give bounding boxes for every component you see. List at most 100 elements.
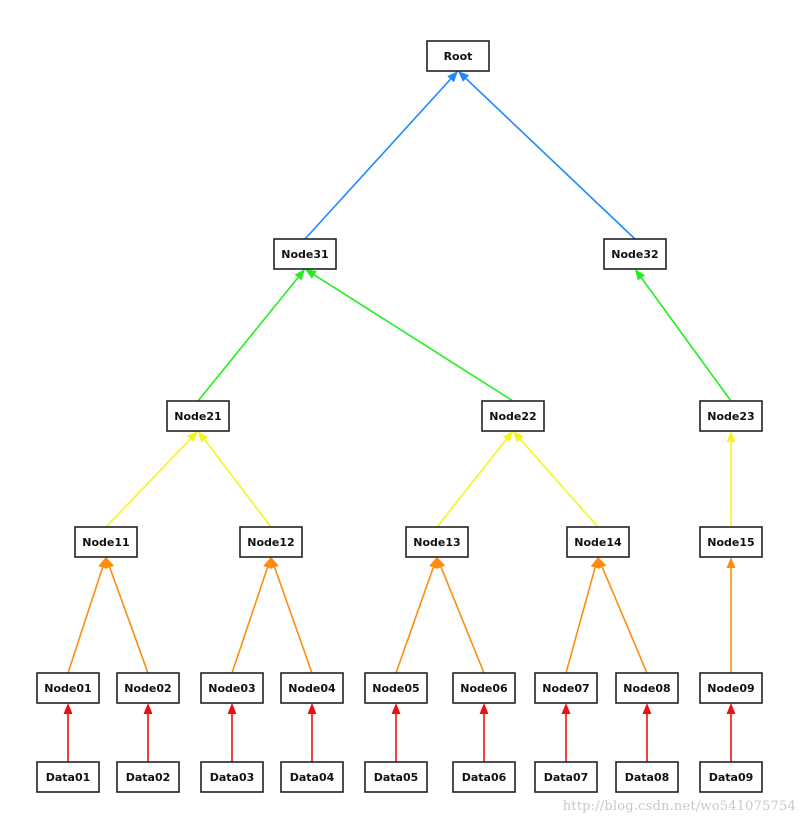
node-label: Node03	[208, 682, 255, 695]
node-label: Node12	[247, 536, 294, 549]
arrowhead-icon	[726, 557, 736, 568]
edge-node12-to-node21	[198, 431, 272, 528]
arrowhead-icon	[561, 703, 571, 714]
node-node23: Node23	[699, 400, 763, 432]
node-node21: Node21	[166, 400, 230, 432]
arrowhead-icon	[391, 703, 401, 714]
node-label: Data09	[709, 771, 754, 784]
node-label: Data04	[290, 771, 335, 784]
node-label: Node07	[542, 682, 589, 695]
node-node31: Node31	[273, 238, 337, 270]
node-node13: Node13	[405, 526, 469, 558]
node-root: Root	[426, 40, 490, 72]
arrowhead-icon	[726, 703, 736, 714]
edge-node06-to-node13	[437, 557, 485, 674]
arrowhead-icon	[305, 269, 317, 279]
edge-data03-to-node03	[227, 703, 237, 762]
edge-node22-to-node31	[305, 269, 514, 402]
arrowhead-icon	[105, 557, 114, 569]
node-label: Node05	[372, 682, 419, 695]
arrowhead-icon	[513, 431, 524, 443]
edge-node32-to-root	[458, 71, 636, 240]
edge-node08-to-node14	[598, 557, 648, 674]
edge-node21-to-node31	[197, 269, 305, 402]
edge-data02-to-node02	[143, 703, 153, 762]
node-node11: Node11	[74, 526, 138, 558]
node-label: Data03	[210, 771, 255, 784]
edge-node02-to-node11	[105, 557, 149, 674]
edge-data06-to-node06	[479, 703, 489, 762]
node-data04: Data04	[280, 761, 344, 793]
node-data08: Data08	[615, 761, 679, 793]
node-label: Data01	[46, 771, 91, 784]
edge-data08-to-node08	[642, 703, 652, 762]
arrowhead-icon	[590, 557, 600, 569]
edge-data05-to-node05	[391, 703, 401, 762]
node-node06: Node06	[452, 672, 516, 704]
arrowhead-icon	[143, 703, 153, 714]
arrowhead-icon	[598, 557, 607, 569]
node-data09: Data09	[699, 761, 763, 793]
node-node32: Node32	[603, 238, 667, 270]
arrowhead-icon	[63, 703, 73, 714]
node-label: Node11	[82, 536, 129, 549]
arrowhead-icon	[437, 557, 446, 569]
edge-node03-to-node12	[231, 557, 272, 674]
node-node04: Node04	[280, 672, 344, 704]
node-node08: Node08	[615, 672, 679, 704]
node-node09: Node09	[699, 672, 763, 704]
node-data06: Data06	[452, 761, 516, 793]
node-node12: Node12	[239, 526, 303, 558]
edge-node13-to-node22	[436, 431, 513, 528]
node-label: Node14	[574, 536, 622, 549]
edge-node15-to-node23	[726, 431, 736, 527]
edge-node01-to-node11	[67, 557, 107, 674]
arrowhead-icon	[270, 557, 279, 569]
node-label: Data07	[544, 771, 589, 784]
edge-node09-to-node15	[726, 557, 736, 673]
node-node15: Node15	[699, 526, 763, 558]
arrowhead-icon	[98, 557, 107, 569]
edge-node31-to-root	[304, 71, 458, 240]
arrowhead-icon	[447, 71, 458, 83]
node-data07: Data07	[534, 761, 598, 793]
node-label: Node06	[460, 682, 508, 695]
node-label: Node15	[707, 536, 754, 549]
arrowhead-icon	[227, 703, 237, 714]
node-data05: Data05	[364, 761, 428, 793]
node-label: Node22	[489, 410, 536, 423]
node-label: Node08	[623, 682, 670, 695]
node-label: Root	[444, 50, 473, 63]
node-label: Node23	[707, 410, 754, 423]
node-label: Node09	[707, 682, 754, 695]
node-label: Data02	[126, 771, 171, 784]
node-label: Node21	[174, 410, 221, 423]
node-node14: Node14	[566, 526, 630, 558]
arrowhead-icon	[642, 703, 652, 714]
edges-layer	[63, 71, 736, 762]
arrowhead-icon	[307, 703, 317, 714]
node-data01: Data01	[36, 761, 100, 793]
node-data02: Data02	[116, 761, 180, 793]
node-label: Data05	[374, 771, 419, 784]
arrowhead-icon	[294, 269, 305, 281]
node-node03: Node03	[200, 672, 264, 704]
node-label: Node04	[288, 682, 336, 695]
node-node05: Node05	[364, 672, 428, 704]
arrowhead-icon	[635, 269, 646, 281]
node-data03: Data03	[200, 761, 264, 793]
node-label: Node13	[413, 536, 460, 549]
edge-node04-to-node12	[270, 557, 313, 674]
edge-data01-to-node01	[63, 703, 73, 762]
node-label: Node01	[44, 682, 91, 695]
arrowhead-icon	[429, 557, 438, 569]
edge-data04-to-node04	[307, 703, 317, 762]
edge-node14-to-node22	[513, 431, 599, 528]
watermark-text: http://blog.csdn.net/wo541075754	[562, 799, 796, 814]
arrowhead-icon	[198, 431, 209, 443]
node-label: Node32	[611, 248, 658, 261]
node-node07: Node07	[534, 672, 598, 704]
node-label: Node02	[124, 682, 171, 695]
